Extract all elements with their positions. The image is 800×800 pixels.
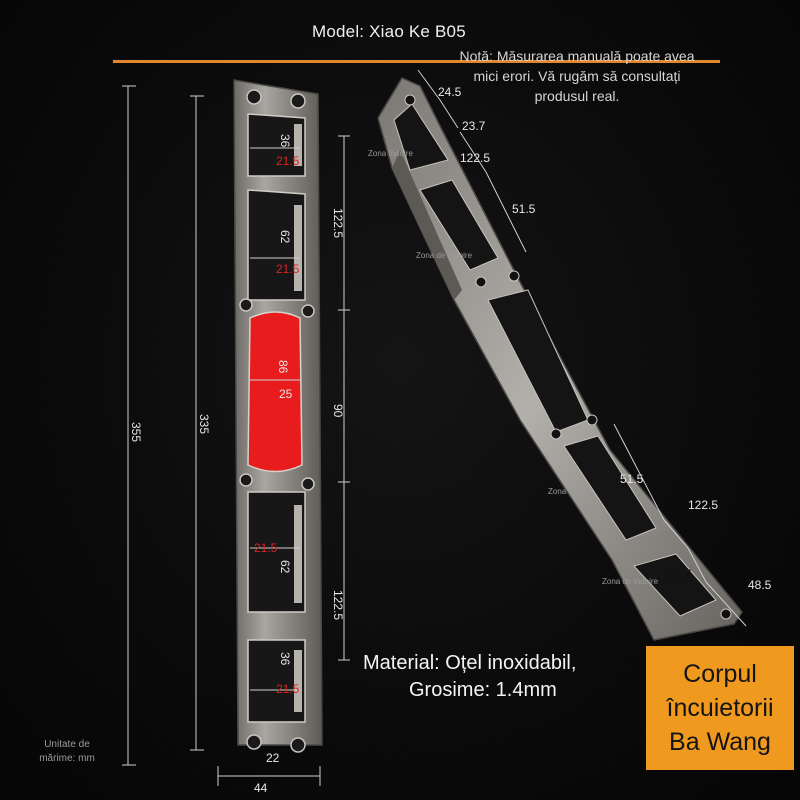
screw-hole [290, 737, 306, 753]
side-slot-4 [563, 435, 657, 541]
dim-slot-bottom-height: 36 [278, 652, 292, 666]
measurement-note: Notă: Măsurarea manuală poate avea mici … [459, 48, 695, 104]
slot-lower [247, 491, 306, 613]
side-dim-bottom-a: 48.5 [748, 578, 772, 592]
bend-zone-label-3: Zona îndoire [548, 487, 593, 496]
model-title: Model: Xiao Ke B05 [312, 22, 466, 41]
material-line: Material: Oțel inoxidabil, [363, 652, 577, 674]
dim-total-length: 355 [129, 422, 143, 442]
dim-slot-top-width: 21.5 [276, 154, 300, 168]
badge-line-3: Ba Wang [669, 728, 771, 756]
front-dimension-lines [122, 85, 350, 786]
badge-line-1: Corpul [683, 660, 757, 688]
slot-top [247, 113, 306, 177]
screw-hole [720, 608, 732, 620]
side-plate [377, 77, 743, 641]
side-plate-flange [392, 150, 462, 300]
screw-hole [301, 477, 315, 491]
dim-hole-pitch: 22 [266, 751, 280, 765]
screw-hole [475, 276, 487, 288]
bend-zone-label-2: Zona de îndoire [416, 251, 473, 260]
slot-lower-tab [294, 505, 302, 603]
slot-bottom-tab [294, 650, 302, 712]
dim-segment-top: 122.5 [331, 208, 345, 238]
dim-slot-bottom-width: 21.5 [276, 682, 300, 696]
screw-hole [508, 270, 520, 282]
side-dim-bottom-b: 23.7 [668, 567, 692, 581]
dim-hole-span: 335 [197, 414, 211, 434]
side-slot-2 [419, 179, 499, 271]
screw-hole [586, 414, 598, 426]
units-note: Unitate de mărime: mm [39, 739, 95, 764]
side-dim-top-c: 122.5 [460, 151, 490, 165]
dim-segment-bottom: 122.5 [331, 590, 345, 620]
screw-hole [301, 304, 315, 318]
dim-slot-top-height: 36 [278, 134, 292, 148]
side-dim-top-b: 23.7 [462, 119, 486, 133]
dim-window-height: 86 [276, 360, 290, 374]
side-slot-1 [393, 103, 449, 171]
dim-window-width: 25 [279, 387, 293, 401]
side-slot-5 [633, 553, 717, 617]
side-dim-top-a: 24.5 [438, 85, 462, 99]
slot-bottom [247, 639, 306, 723]
side-dim-bottom-c: 122.5 [688, 498, 718, 512]
front-plate [233, 79, 323, 753]
dim-width: 44 [254, 781, 268, 795]
side-dimension-lines [417, 69, 747, 627]
screw-hole [246, 734, 262, 750]
screw-hole [404, 94, 416, 106]
dim-slot-lower-width: 21.5 [254, 541, 278, 555]
dim-slot-lower-height: 62 [278, 560, 292, 574]
dim-slot-upper-height: 62 [278, 230, 292, 244]
thickness-line: Grosime: 1.4mm [409, 679, 557, 701]
screw-hole [550, 428, 562, 440]
side-dim-top-d: 51.5 [512, 202, 536, 216]
side-dim-bottom-d: 51.5 [620, 472, 644, 486]
latch-window [247, 311, 303, 473]
slot-upper-tab [294, 205, 302, 291]
dim-slot-upper-width: 21.5 [276, 262, 300, 276]
slot-upper [247, 189, 306, 301]
product-badge: Corpul încuietorii Ba Wang [646, 646, 794, 770]
material-spec: Material: Oțel inoxidabil, Grosime: 1.4m… [363, 650, 576, 704]
slot-top-tab [294, 124, 302, 166]
screw-hole [239, 298, 253, 312]
screw-hole [290, 93, 306, 109]
badge-line-2: încuietorii [666, 694, 774, 722]
bend-zone-label-1: Zona îndoire [368, 149, 413, 158]
accent-divider [113, 60, 720, 63]
dim-segment-middle: 90 [331, 404, 345, 418]
screw-hole [239, 473, 253, 487]
bend-zone-label-4: Zona de îndoire [602, 577, 659, 586]
screw-hole [246, 89, 262, 105]
